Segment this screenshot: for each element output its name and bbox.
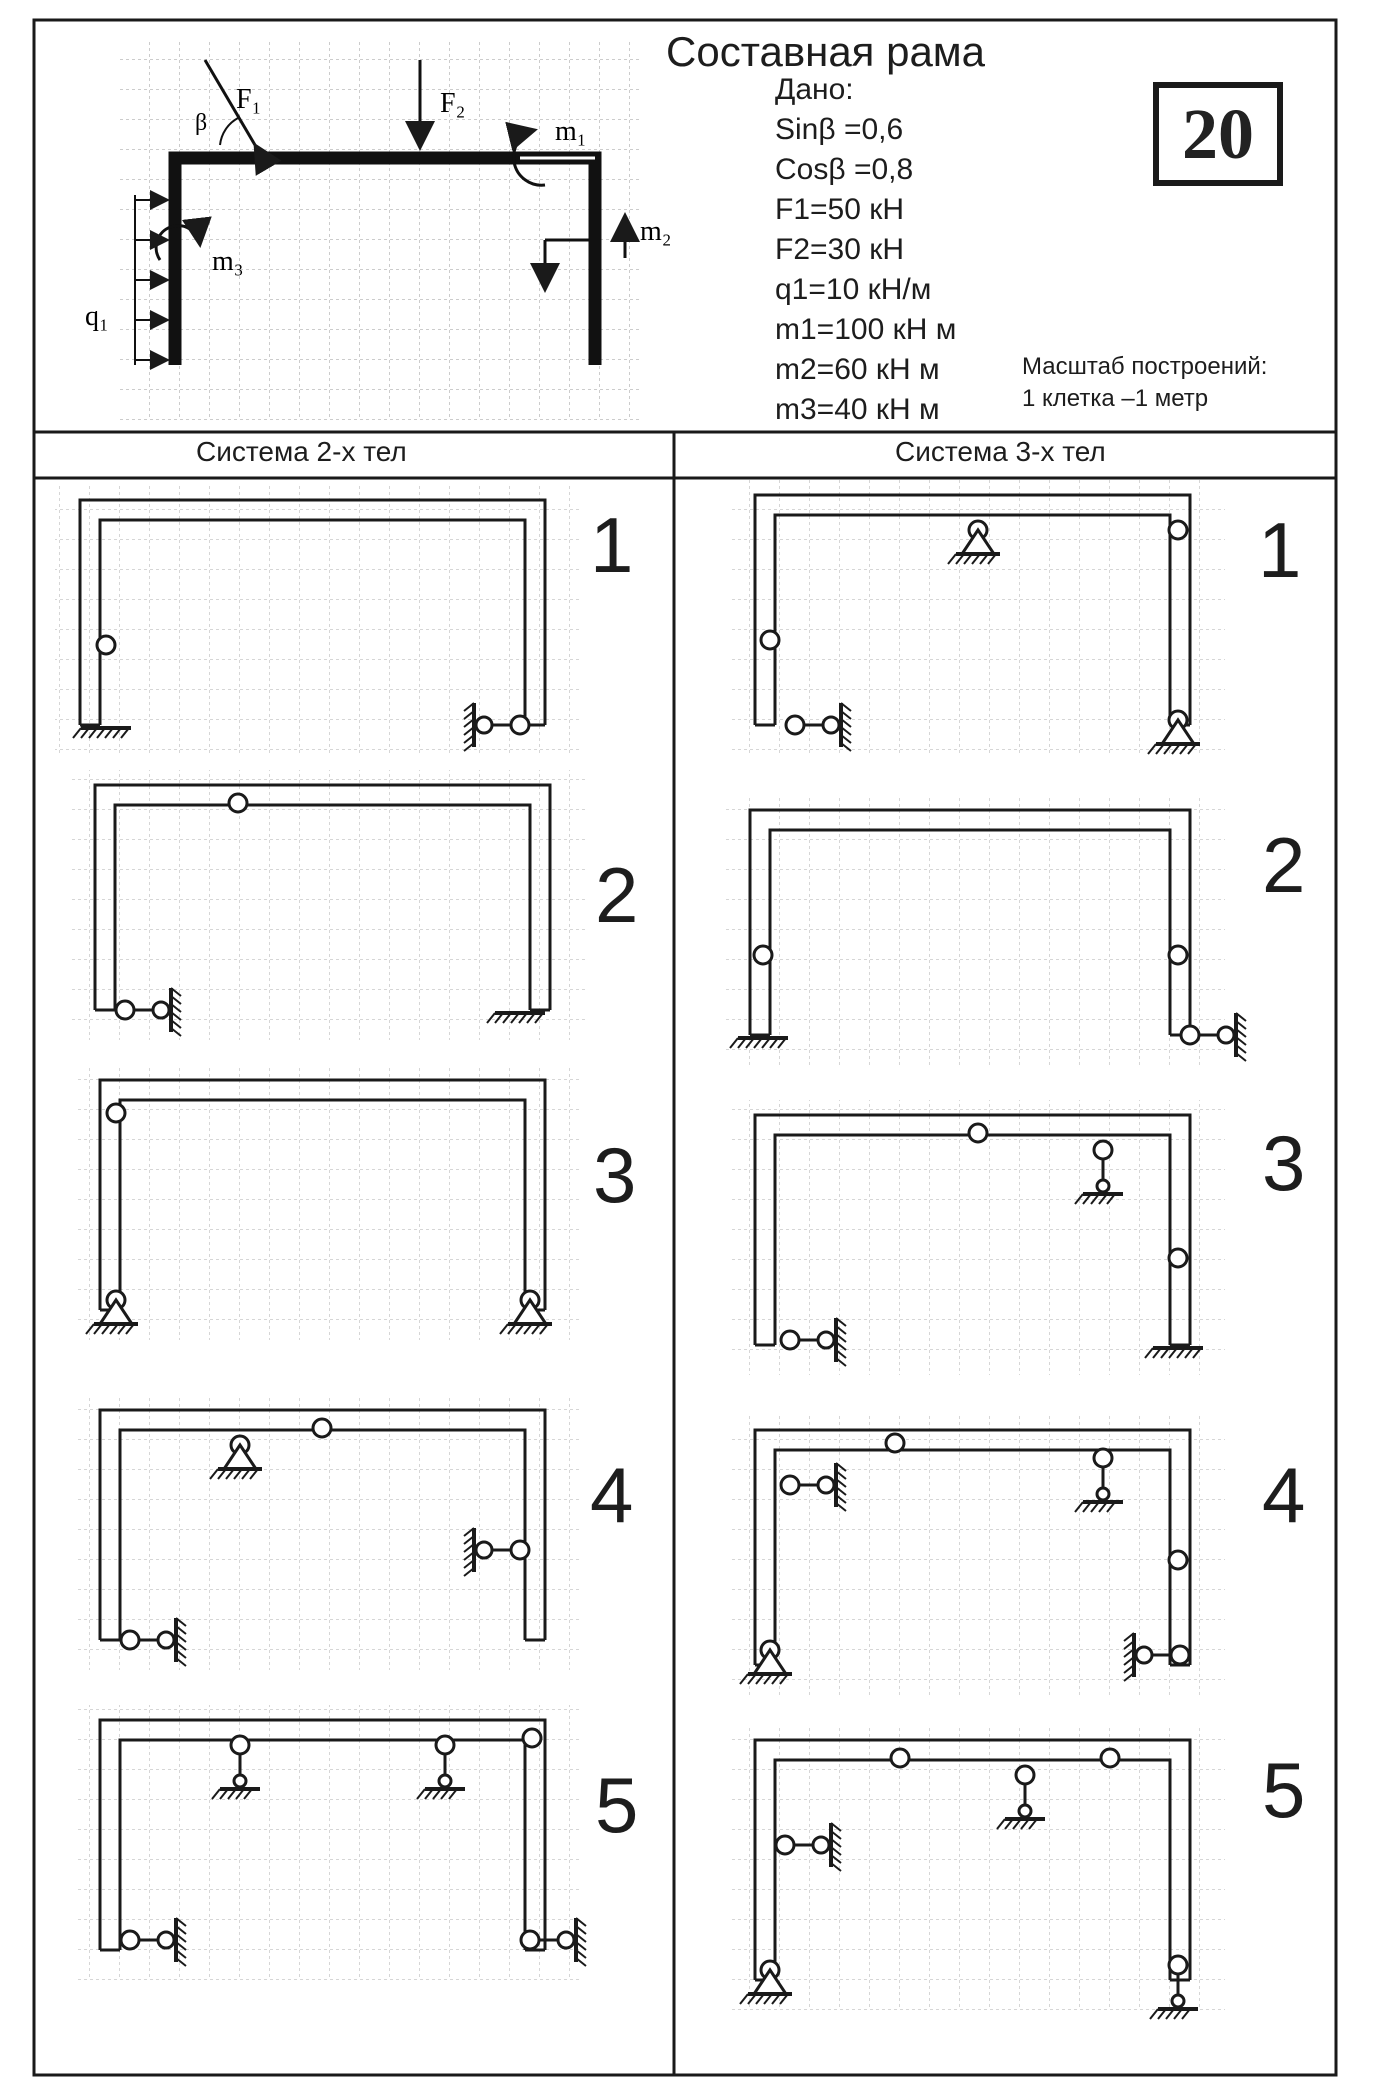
given-m3: m3=40 кН м bbox=[775, 393, 940, 426]
variant-label-3body-5: 5 bbox=[1262, 1746, 1306, 1834]
given-f2: F2=30 кН bbox=[775, 233, 905, 266]
variant-label-3body-3: 3 bbox=[1262, 1119, 1306, 1207]
given-sin: Sinβ =0,6 bbox=[775, 113, 904, 146]
given-m1: m1=100 кН м bbox=[775, 313, 957, 346]
load-scheme: F₁ F₂ m₁ m₂ m₃ q₁ β bbox=[85, 40, 672, 420]
three-body-scheme-1 bbox=[730, 480, 1225, 755]
support-schemes bbox=[55, 480, 1247, 2020]
three-body-scheme-4 bbox=[730, 1415, 1225, 1695]
given-m2: m2=60 кН м bbox=[775, 353, 940, 386]
label-q: q₁ bbox=[85, 301, 109, 332]
outer-border bbox=[32, 18, 1338, 2077]
given-label: Дано: bbox=[775, 73, 854, 106]
label-f2: F₂ bbox=[440, 88, 465, 119]
variant-label-3body-4: 4 bbox=[1262, 1451, 1306, 1539]
given-cos: Cosβ =0,8 bbox=[775, 153, 914, 186]
variant-badge: 20 bbox=[1153, 82, 1283, 186]
three-body-scheme-5 bbox=[730, 1725, 1225, 2020]
label-m1: m₁ bbox=[555, 116, 587, 147]
variant-label-3body-2: 2 bbox=[1262, 821, 1306, 909]
given-f1: F1=50 кН bbox=[775, 193, 905, 226]
two-body-scheme-3 bbox=[75, 1065, 580, 1340]
variant-label-2body-5: 5 bbox=[595, 1761, 639, 1849]
variant-label-2body-2: 2 bbox=[595, 851, 639, 939]
variant-label-3body-1: 1 bbox=[1258, 506, 1302, 594]
label-m2: m₂ bbox=[640, 216, 672, 247]
variant-label-2body-4: 4 bbox=[590, 1451, 634, 1539]
scale-value: 1 клетка –1 метр bbox=[1022, 385, 1209, 412]
two-body-scheme-5 bbox=[75, 1705, 587, 1980]
two-body-scheme-4 bbox=[75, 1395, 580, 1670]
two-body-scheme-2 bbox=[70, 770, 585, 1040]
page-title: Составная рама bbox=[666, 28, 986, 75]
label-beta: β bbox=[195, 110, 207, 136]
header-two-body: Система 2-х тел bbox=[196, 436, 407, 467]
three-body-scheme-3 bbox=[730, 1100, 1225, 1375]
scale-title: Масштаб построений: bbox=[1022, 353, 1268, 380]
header-three-body: Система 3-х тел bbox=[895, 436, 1106, 467]
variant-number: 20 bbox=[1182, 93, 1254, 174]
label-f1: F₁ bbox=[236, 84, 261, 115]
label-m3: m₃ bbox=[212, 246, 244, 277]
variant-label-2body-3: 3 bbox=[593, 1131, 637, 1219]
given-q1: q1=10 кН/м bbox=[775, 273, 932, 306]
two-body-scheme-1 bbox=[55, 485, 580, 755]
three-body-scheme-2 bbox=[725, 795, 1247, 1065]
variant-label-2body-1: 1 bbox=[590, 501, 634, 589]
